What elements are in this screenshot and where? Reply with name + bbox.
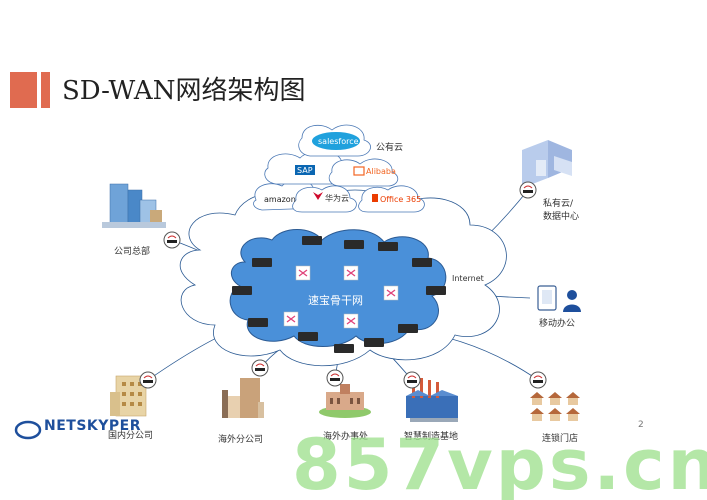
factory-icon [406,378,458,422]
public-cloud-label: 公有云 [376,143,404,153]
core-backbone-label: 速宝骨干网 [308,294,363,307]
router-node [302,236,322,245]
overseas-branch-label: 海外分公司 [218,435,264,445]
salesforce-logo [312,132,360,150]
domestic-branch-label: 国内分公司 [108,431,154,441]
alibaba-icon [353,166,365,176]
router-node [412,258,432,267]
router-node [344,240,364,249]
edge-device-icon [251,359,269,377]
edge-device-icon [139,371,157,389]
backbone-routers [232,236,446,353]
switch-icon [295,265,311,281]
mobile-office-icon [537,285,581,312]
private-cloud-label-line2: 数据中心 [543,212,580,222]
mobile-office-label: 移动办公 [539,319,576,329]
router-node [248,318,268,327]
domestic-branch-building-icon [110,375,147,417]
company-logo: NETSKYPER [14,418,141,434]
page-title: SD-WAN网络架构图 [62,76,306,106]
watermark: 857vps.cn [292,424,707,500]
switch-icon [383,285,399,301]
switch-icon [343,265,359,281]
cloud-bubble [292,185,357,213]
public-cloud-group [253,124,425,213]
router-node [426,286,446,295]
edge-device-icon [326,369,344,387]
huawei-cloud-label: 华为云 [325,194,349,203]
edge-device-icon [163,231,181,249]
router-node [252,258,272,267]
title-accent-bar [10,72,37,108]
edge-devices [139,181,547,389]
factory-label: 智慧制造基地 [404,432,459,442]
datacenter-icon [522,140,572,188]
overseas-branch-building-icon [222,378,264,418]
page-number: 2 [638,420,644,430]
logo-text: NETSKYPER [44,418,142,434]
edge-device-icon [403,371,421,389]
title-accent-bar-small [41,72,50,108]
router-node [364,338,384,347]
alibaba-label: Alibaba [366,167,396,176]
sap-label: SAP [297,166,313,175]
internet-label: Internet [452,274,484,283]
sap-logo [295,165,315,175]
chain-store-icon [530,392,580,421]
chain-store-label: 连锁门店 [542,434,579,444]
switch-icon [343,313,359,329]
private-cloud-label-line1: 私有云/ [543,199,574,209]
router-node [378,242,398,251]
office365-icon [372,194,378,202]
overseas-office-building-icon [319,384,371,418]
router-node [298,332,318,341]
switch-icon [283,311,299,327]
huawei-logo [313,192,323,200]
router-node [398,324,418,333]
edge-device-icon [519,181,537,199]
amazon-label: amazon [264,195,296,204]
switch-icons [283,265,399,329]
hq-building-icon [102,183,166,228]
router-node [334,344,354,353]
office365-label: Office 365 [380,195,422,204]
overseas-office-label: 海外办事处 [323,432,369,442]
netskyper-logo-icon [14,420,42,440]
salesforce-label: salesforce [318,137,359,146]
router-node [232,286,252,295]
cloud-bubble [358,185,425,213]
hq-label: 公司总部 [114,247,151,257]
edge-device-icon [529,371,547,389]
